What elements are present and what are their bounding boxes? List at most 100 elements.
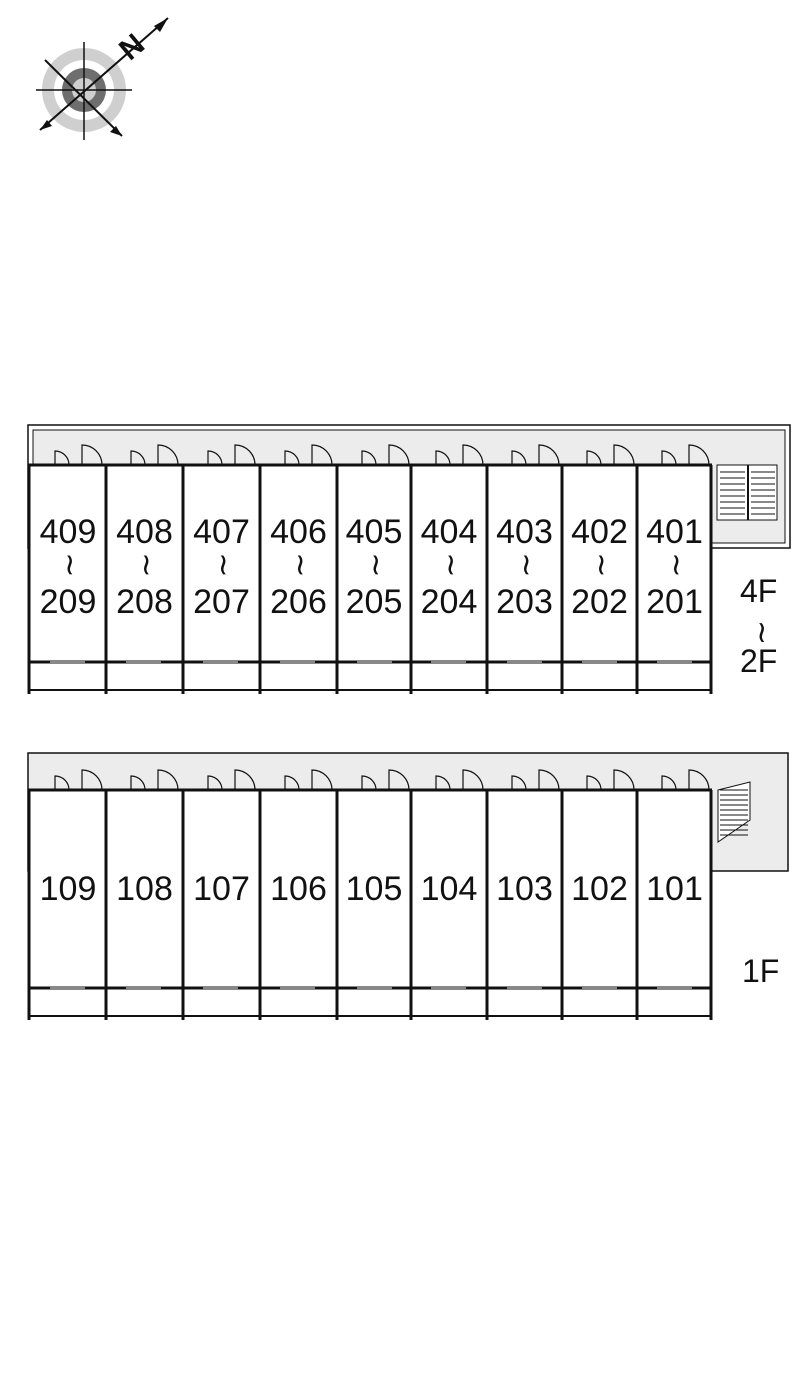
door-swing-icon xyxy=(613,444,635,466)
unit-number-bottom: 205 xyxy=(346,583,403,621)
upper-unit-grid: 409~209408~208407~207406~206405~205404~2… xyxy=(27,444,713,694)
north-arrow-compass-icon: N xyxy=(36,17,169,140)
upper-block: 409~209408~208407~207406~206405~205404~2… xyxy=(27,424,791,694)
floor-label-sep: ~ xyxy=(744,620,779,645)
unit-number-top: 409 xyxy=(40,513,97,551)
unit-number: 101 xyxy=(646,870,703,908)
door-swing-icon xyxy=(157,769,179,791)
door-swing-icon xyxy=(661,450,677,466)
unit-cell: 402~202 xyxy=(560,444,635,694)
unit-cell: 105 xyxy=(335,769,410,1020)
unit-cell: 408~208 xyxy=(104,444,179,694)
unit-cell: 409~209 xyxy=(40,444,103,663)
door-swing-icon xyxy=(462,444,484,466)
unit-cell: 107 xyxy=(181,769,256,1020)
door-swing-icon xyxy=(207,775,223,791)
unit-range-sep: ~ xyxy=(659,552,694,577)
unit-cell: 103 xyxy=(485,769,560,1020)
unit-cell: 404~204 xyxy=(409,444,484,694)
unit-number-top: 401 xyxy=(646,513,703,551)
unit-number: 108 xyxy=(116,870,173,908)
unit-number-bottom: 206 xyxy=(270,583,327,621)
unit-cell: 101 xyxy=(635,769,710,1020)
unit-number: 107 xyxy=(193,870,250,908)
door-swing-icon xyxy=(284,450,300,466)
door-swing-icon xyxy=(81,769,103,791)
unit-cell: 102 xyxy=(560,769,635,1020)
door-swing-icon xyxy=(613,769,635,791)
door-swing-icon xyxy=(435,450,451,466)
door-swing-icon xyxy=(538,444,560,466)
door-swing-icon xyxy=(207,450,223,466)
unit-number-bottom: 201 xyxy=(646,583,703,621)
door-swing-icon xyxy=(130,775,146,791)
unit-range-sep: ~ xyxy=(206,552,241,577)
door-swing-icon xyxy=(234,444,256,466)
unit-cell: 106 xyxy=(258,769,333,1020)
unit-cell: 406~206 xyxy=(258,444,333,694)
unit-cell: 407~207 xyxy=(181,444,256,694)
unit-cell: 108 xyxy=(104,769,179,1020)
door-swing-icon xyxy=(462,769,484,791)
door-swing-icon xyxy=(311,769,333,791)
door-swing-icon xyxy=(661,775,677,791)
unit-number-top: 406 xyxy=(270,513,327,551)
floor-label-2f: 2F xyxy=(740,643,777,679)
unit-range-sep: ~ xyxy=(129,552,164,577)
door-swing-icon xyxy=(586,775,602,791)
unit-range-sep: ~ xyxy=(433,552,468,577)
door-swing-icon xyxy=(511,450,527,466)
floor-label-1f: 1F xyxy=(742,953,779,989)
unit-range-sep: ~ xyxy=(283,552,318,577)
unit-number-bottom: 204 xyxy=(421,583,478,621)
floor-label-4f: 4F xyxy=(740,573,777,609)
unit-cell: 401~201 xyxy=(635,444,710,694)
door-swing-icon xyxy=(511,775,527,791)
door-swing-icon xyxy=(311,444,333,466)
unit-number-bottom: 203 xyxy=(496,583,553,621)
door-swing-icon xyxy=(388,444,410,466)
staircase-icon xyxy=(716,464,778,521)
unit-number: 106 xyxy=(270,870,327,908)
door-swing-icon xyxy=(234,769,256,791)
door-swing-icon xyxy=(54,775,70,791)
lower-block: 109 108 107 106 105 104 103 102 101 1F xyxy=(27,752,789,1020)
unit-number-bottom: 209 xyxy=(40,583,97,621)
door-swing-icon xyxy=(361,775,377,791)
door-swing-icon xyxy=(284,775,300,791)
unit-range-sep: ~ xyxy=(584,552,619,577)
unit-number-bottom: 208 xyxy=(116,583,173,621)
unit-number-top: 403 xyxy=(496,513,553,551)
door-swing-icon xyxy=(688,769,710,791)
unit-number: 103 xyxy=(496,870,553,908)
unit-cell: 109 xyxy=(40,769,103,989)
door-swing-icon xyxy=(435,775,451,791)
unit-number-bottom: 202 xyxy=(571,583,628,621)
unit-cell: 403~203 xyxy=(485,444,560,694)
door-swing-icon xyxy=(538,769,560,791)
door-swing-icon xyxy=(388,769,410,791)
door-swing-icon xyxy=(130,450,146,466)
lower-unit-grid: 109 108 107 106 105 104 103 102 101 xyxy=(27,769,713,1020)
unit-cell: 405~205 xyxy=(335,444,410,694)
unit-range-sep: ~ xyxy=(358,552,393,577)
staircase-icon-lower xyxy=(717,781,751,843)
unit-number-top: 405 xyxy=(346,513,403,551)
door-swing-icon xyxy=(81,444,103,466)
unit-range-sep: ~ xyxy=(509,552,544,577)
door-swing-icon xyxy=(586,450,602,466)
unit-number-top: 407 xyxy=(193,513,250,551)
unit-number: 104 xyxy=(421,870,478,908)
unit-number: 109 xyxy=(40,870,97,908)
door-swing-icon xyxy=(157,444,179,466)
unit-number-bottom: 207 xyxy=(193,583,250,621)
unit-number-top: 408 xyxy=(116,513,173,551)
door-swing-icon xyxy=(688,444,710,466)
door-swing-icon xyxy=(361,450,377,466)
unit-number-top: 404 xyxy=(421,513,478,551)
unit-cell: 104 xyxy=(409,769,484,1020)
unit-number: 102 xyxy=(571,870,628,908)
door-swing-icon xyxy=(54,450,70,466)
unit-number: 105 xyxy=(346,870,403,908)
